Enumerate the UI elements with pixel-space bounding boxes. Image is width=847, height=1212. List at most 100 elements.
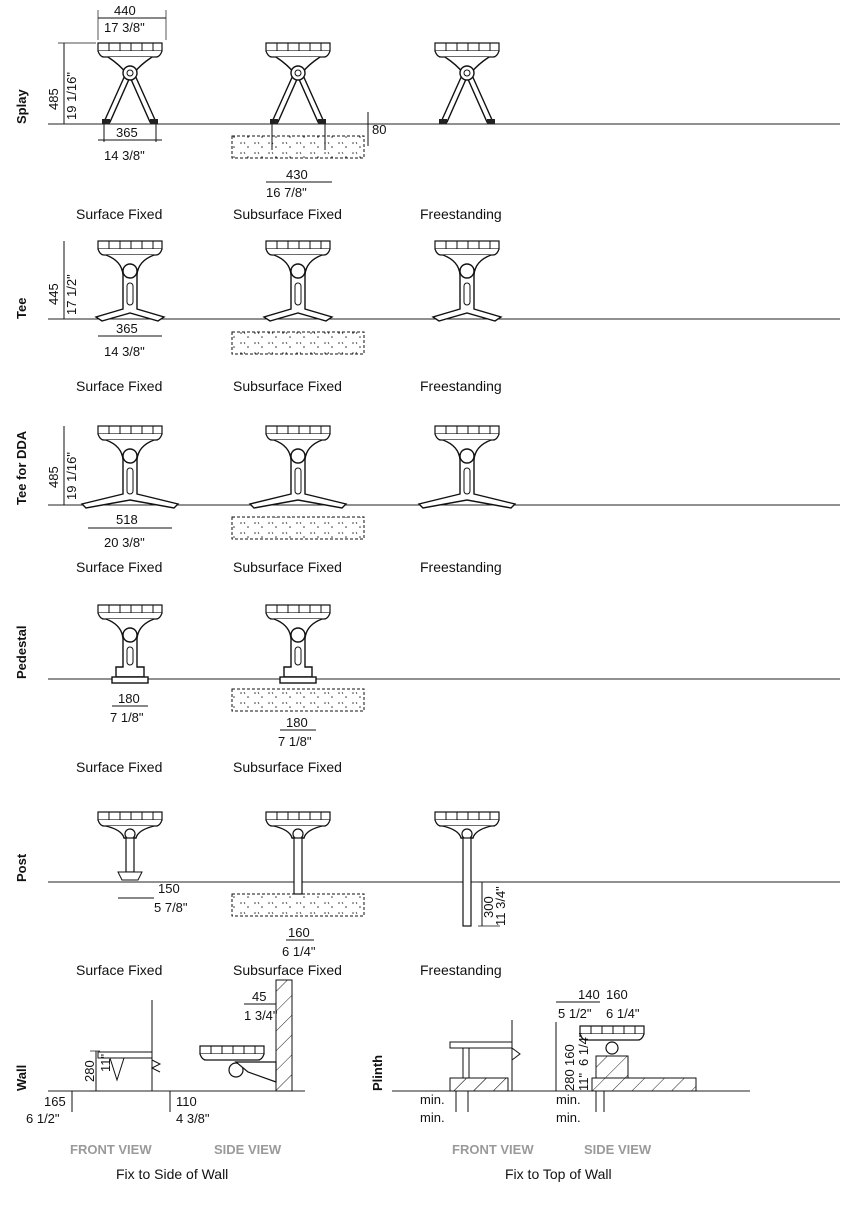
row-pedestal: 180 7 1/8" 180 7 1/8"	[48, 605, 840, 749]
dim-tee-base-mm: 365	[116, 321, 138, 336]
row-label-pedestal: Pedestal	[14, 625, 29, 679]
row-post: 150 5 7/8" 160 6 1/4" 300 11 3/4"	[48, 812, 840, 959]
tee-dda-freestanding-drawing	[419, 426, 515, 508]
dim-plinth-w2-in: 6 1/4"	[606, 1006, 640, 1021]
dim-tee-dda-height-mm: 485	[46, 466, 61, 488]
dim-plinth-h2-in: 11"	[576, 1073, 591, 1091]
dim-plinth-w1-in: 5 1/2"	[558, 1006, 592, 1021]
caption-splay-surface: Surface Fixed	[76, 206, 163, 222]
row-label-wall: Wall	[14, 1064, 29, 1091]
caption-post-surface: Surface Fixed	[76, 962, 163, 978]
wall-section	[275, 979, 293, 1092]
pedestal-subsurface-fixed-drawing	[266, 605, 330, 683]
dim-splay-top-in: 17 3/8"	[104, 20, 145, 35]
dim-post-sub-mm: 160	[288, 925, 310, 940]
plinth-front-view-label: FRONT VIEW	[452, 1142, 534, 1157]
tee-dda-surface-fixed-drawing	[82, 426, 178, 508]
post-freestanding-drawing	[435, 812, 499, 839]
dim-splay-depth-mm: 80	[372, 122, 386, 137]
dim-pedestal-base-in: 7 1/8"	[110, 710, 144, 725]
dim-wall-height-in: 11"	[98, 1054, 113, 1072]
row-splay: 440 17 3/8" 365 14 3/8" 80 430 16 7/8"	[48, 3, 840, 200]
tee-freestanding-drawing	[433, 241, 501, 321]
caption-tee-subsurface: Subsurface Fixed	[233, 378, 342, 394]
caption-tee-surface: Surface Fixed	[76, 378, 163, 394]
dim-wall-thick-mm: 45	[252, 989, 266, 1004]
row-label-tee: Tee	[14, 297, 29, 319]
row-tee-dda: 518 20 3/8"	[48, 426, 840, 550]
dim-splay-height-mm: 485	[46, 88, 61, 110]
dim-wall-gap-in: 4 3/8"	[176, 1111, 210, 1126]
caption-splay-subsurface: Subsurface Fixed	[233, 206, 342, 222]
caption-splay-freestanding: Freestanding	[420, 206, 502, 222]
caption-plinth: Fix to Top of Wall	[505, 1166, 612, 1182]
dim-plinth-w2-mm: 160	[606, 987, 628, 1002]
dim-tee-height-mm: 445	[46, 283, 61, 305]
tee-surface-fixed-drawing	[96, 241, 164, 321]
post-surface-fixed-drawing	[98, 812, 162, 839]
caption-tee-dda-freestanding: Freestanding	[420, 559, 502, 575]
dim-plinth-h1-mm: 160	[562, 1044, 577, 1066]
row-tee: 365 14 3/8"	[48, 241, 840, 359]
plinth-min-1: min.	[420, 1092, 445, 1107]
dim-plinth-h2-mm: 280	[562, 1069, 577, 1091]
dim-tee-dda-height-in: 19 1/16"	[64, 452, 79, 500]
row-label-post: Post	[14, 853, 29, 882]
dim-tee-height-in: 17 1/2"	[64, 274, 79, 315]
plinth-side-view-label: SIDE VIEW	[584, 1142, 652, 1157]
dim-tee-dda-base-mm: 518	[116, 512, 138, 527]
wall-side-view-label: SIDE VIEW	[214, 1142, 282, 1157]
dim-post-base-in: 5 7/8"	[154, 900, 188, 915]
dim-wall-offset-mm: 165	[44, 1094, 66, 1109]
caption-tee-dda-surface: Surface Fixed	[76, 559, 163, 575]
dim-wall-height-mm: 280	[82, 1060, 97, 1082]
caption-pedestal-subsurface: Subsurface Fixed	[233, 759, 342, 775]
tee-subsurface-fixed-drawing	[264, 241, 332, 321]
dim-splay-sub-in: 16 7/8"	[266, 185, 307, 200]
dim-plinth-w1-mm: 140	[578, 987, 600, 1002]
dim-plinth-h1-in: 6 1/4"	[576, 1032, 591, 1066]
plinth-side-min-1: min.	[556, 1092, 581, 1107]
dim-splay-base-in: 14 3/8"	[104, 148, 145, 163]
caption-wall: Fix to Side of Wall	[116, 1166, 229, 1182]
concrete-footing	[231, 331, 365, 355]
dim-splay-base-mm: 365	[116, 125, 138, 140]
dim-pedestal-sub-mm: 180	[286, 715, 308, 730]
row-plinth: min. min. 140 160 5 1/2" 6 1/4" 160 6 1/…	[392, 987, 750, 1125]
caption-pedestal-surface: Surface Fixed	[76, 759, 163, 775]
dim-wall-thick-in: 1 3/4"	[244, 1008, 278, 1023]
caption-post-subsurface: Subsurface Fixed	[233, 962, 342, 978]
dim-wall-offset-in: 6 1/2"	[26, 1111, 60, 1126]
plinth-side-min-2: min.	[556, 1110, 581, 1125]
dim-pedestal-base-mm: 180	[118, 691, 140, 706]
concrete-footing	[231, 688, 365, 712]
splay-freestanding-drawing	[435, 43, 499, 124]
post-subsurface-fixed-drawing	[266, 812, 330, 839]
dim-splay-sub-mm: 430	[286, 167, 308, 182]
pedestal-surface-fixed-drawing	[98, 605, 162, 683]
row-label-splay: Splay	[14, 89, 29, 124]
dim-post-embed-mm: 300	[481, 896, 496, 918]
row-label-plinth: Plinth	[370, 1054, 385, 1091]
dim-pedestal-sub-in: 7 1/8"	[278, 734, 312, 749]
caption-tee-dda-subsurface: Subsurface Fixed	[233, 559, 342, 575]
dim-splay-top-mm: 440	[114, 3, 136, 18]
row-wall: 280 11" 165 6 1/2" 110 4 3/8" 45 1 3/4"	[26, 979, 305, 1126]
dim-splay-height-in: 19 1/16"	[64, 72, 79, 120]
dim-tee-dda-base-in: 20 3/8"	[104, 535, 145, 550]
plinth-min-2: min.	[420, 1110, 445, 1125]
caption-post-freestanding: Freestanding	[420, 962, 502, 978]
concrete-footing	[231, 893, 365, 917]
concrete-footing	[231, 516, 365, 540]
caption-tee-freestanding: Freestanding	[420, 378, 502, 394]
tee-dda-subsurface-fixed-drawing	[250, 426, 346, 508]
splay-subsurface-fixed-drawing	[266, 43, 330, 124]
wall-front-view-label: FRONT VIEW	[70, 1142, 152, 1157]
plinth-section	[591, 1077, 697, 1092]
dim-post-sub-in: 6 1/4"	[282, 944, 316, 959]
row-label-tee-dda: Tee for DDA	[14, 430, 29, 505]
dim-post-embed-in: 11 3/4"	[493, 886, 508, 926]
dim-post-base-mm: 150	[158, 881, 180, 896]
splay-surface-fixed-drawing	[98, 43, 162, 124]
